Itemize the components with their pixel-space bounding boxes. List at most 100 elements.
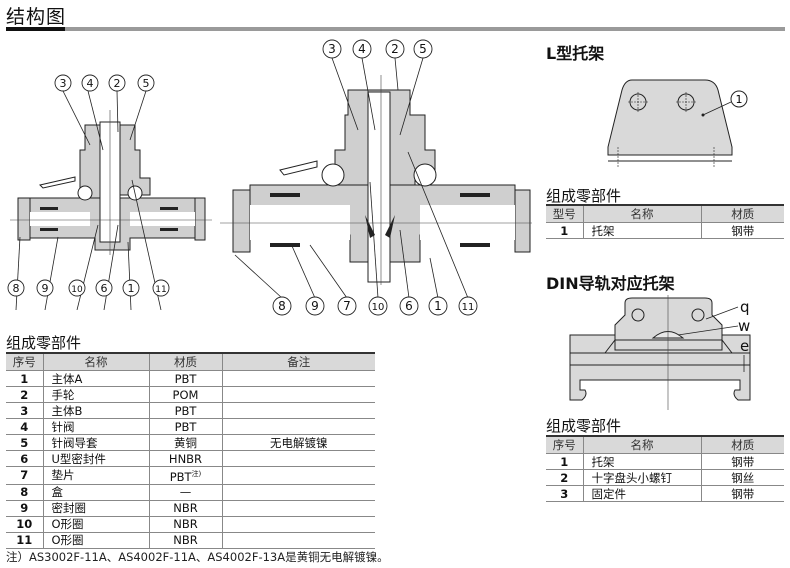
column-header: 名称 — [42, 353, 149, 371]
cell-material: 黄铜 — [148, 434, 222, 451]
cell-note — [221, 499, 375, 517]
callout-label: 7 — [343, 299, 351, 313]
callout-label: 2 — [114, 77, 121, 90]
title-rule-accent — [6, 27, 65, 31]
cell-name: 主体B — [42, 402, 149, 419]
callout-label: 5 — [419, 42, 427, 56]
cell-no: 1 — [6, 370, 43, 387]
callout-label: 11 — [155, 285, 166, 295]
l-bracket-diagram: 1 — [607, 79, 748, 167]
cell-name: 主体A — [42, 370, 149, 387]
cell-name: 垫片 — [42, 466, 149, 485]
callout-label: 4 — [358, 42, 366, 56]
column-header: 序号 — [6, 353, 43, 371]
cell-note — [221, 466, 375, 485]
callout-label: 10 — [71, 285, 83, 295]
cell-no: 9 — [6, 499, 43, 517]
callout-label: 4 — [87, 77, 94, 90]
callout-label: w — [738, 317, 750, 335]
callout-label: e — [740, 337, 749, 355]
cell-no: 5 — [6, 434, 43, 451]
cell-name: 十字盘头小螺钉 — [582, 469, 701, 486]
callout-label: 10 — [372, 302, 385, 313]
callout-label: 1 — [128, 282, 135, 295]
cell-name: 手轮 — [42, 386, 149, 403]
cell-name: 固定件 — [582, 485, 701, 502]
cell-name: O形圈 — [42, 531, 149, 549]
cell-material: NBR — [148, 515, 222, 533]
cell-no: 3 — [6, 402, 43, 419]
callout-label: 8 — [278, 299, 286, 313]
cell-note — [221, 418, 375, 435]
cell-no: 4 — [6, 418, 43, 435]
cell-no: 8 — [6, 483, 43, 501]
cell-material: PBT — [148, 370, 222, 387]
callout-label: 6 — [101, 282, 108, 295]
cell-no: 7 — [6, 466, 43, 485]
callout-label: 8 — [13, 282, 20, 295]
cell-name: 针阀 — [42, 418, 149, 435]
cell-material: 钢带 — [700, 485, 784, 502]
cell-note — [221, 531, 375, 549]
callout-label: 1 — [736, 93, 743, 106]
cell-material: NBR — [148, 499, 222, 517]
din-bracket-parts-title: 组成零部件 — [546, 417, 622, 435]
cell-note — [221, 386, 375, 403]
cell-name: 盒 — [42, 483, 149, 501]
cell-name: 托架 — [582, 222, 701, 239]
column-header: 材质 — [148, 353, 222, 371]
callout-label: 6 — [405, 299, 413, 313]
callout-label: q — [740, 298, 750, 316]
callout-label: 9 — [311, 299, 319, 313]
callout-label: 2 — [391, 42, 399, 56]
cell-no: 1 — [546, 453, 583, 470]
cell-material: PBT注) — [148, 466, 222, 485]
callout-label: 5 — [143, 77, 150, 90]
callout-label: 3 — [328, 42, 336, 56]
cell-material: PBT — [148, 418, 222, 435]
column-header: 材质 — [700, 205, 784, 223]
callout-label: 9 — [42, 282, 49, 295]
page-title: 结构图 — [6, 6, 67, 28]
column-header: 序号 — [546, 436, 583, 454]
speed-controller-small-diagram: 3 4 2 5 8 9 10 6 1 11 — [7, 74, 212, 310]
l-bracket-parts-title: 组成零部件 — [546, 187, 622, 205]
din-bracket-diagram: q w e — [569, 295, 751, 410]
callout-label: 1 — [434, 299, 442, 313]
cell-no: 1 — [546, 222, 583, 239]
column-header: 型号 — [546, 205, 583, 223]
cell-note: 无电解镀镍 — [221, 434, 375, 451]
cell-no: 11 — [6, 531, 43, 549]
footnote: 注）AS3002F-11A、AS4002F-11A、AS4002F-13A是黄铜… — [6, 550, 389, 564]
parts-list-title: 组成零部件 — [6, 334, 82, 352]
cell-material: POM — [148, 386, 222, 403]
cell-note — [221, 370, 375, 387]
cell-name: 托架 — [582, 453, 701, 470]
cell-name: 密封圈 — [42, 499, 149, 517]
callout-label: 11 — [462, 302, 475, 313]
cell-material: 钢带 — [700, 222, 784, 239]
cell-note — [221, 402, 375, 419]
column-header: 材质 — [700, 436, 784, 454]
column-header: 备注 — [221, 353, 375, 371]
column-header: 名称 — [582, 436, 701, 454]
speed-controller-large-diagram: 3 4 2 5 8 9 7 10 6 1 11 — [220, 39, 532, 316]
cell-material: 钢丝 — [700, 469, 784, 486]
cell-name: 针阀导套 — [42, 434, 149, 451]
cell-no: 6 — [6, 450, 43, 467]
callout-label: 3 — [60, 77, 67, 90]
cell-material: HNBR — [148, 450, 222, 467]
cell-name: U型密封件 — [42, 450, 149, 467]
